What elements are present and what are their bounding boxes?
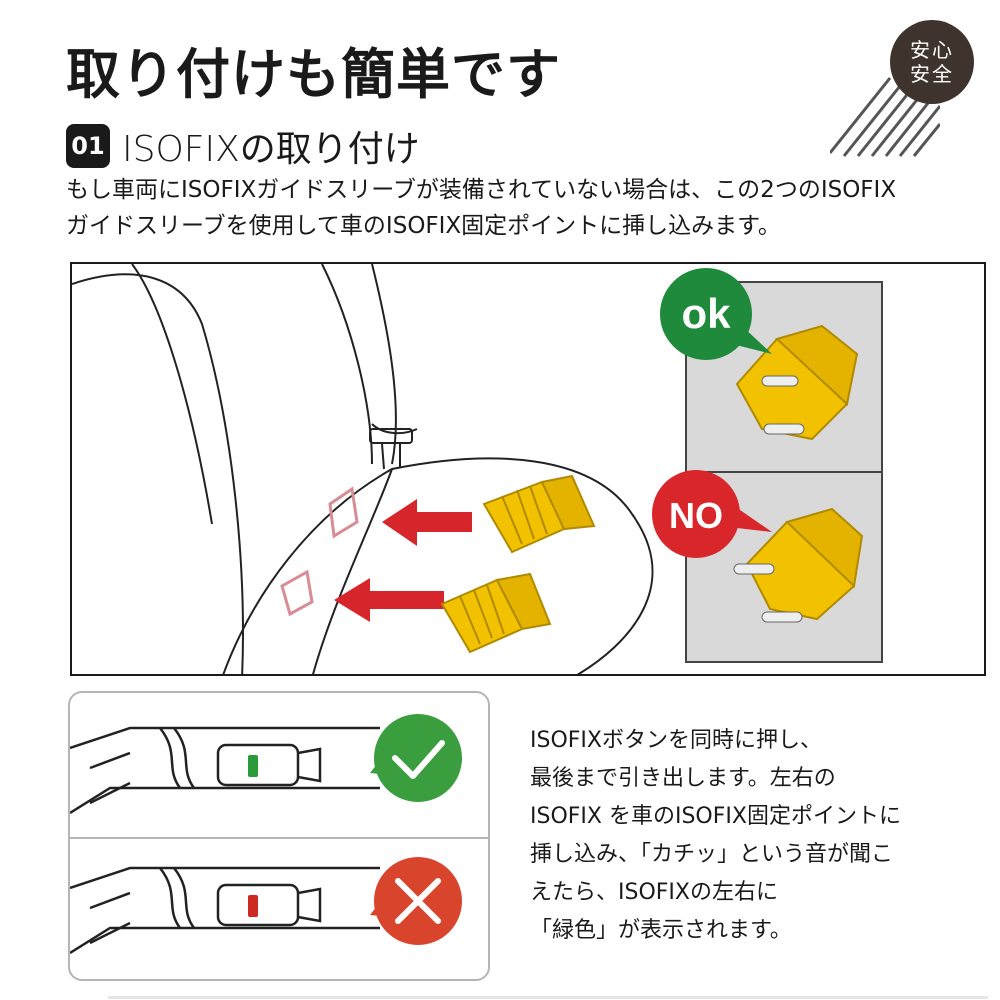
description: もし車両にISOFIXガイドスリーブが装備されていない場合は、この2つのISOF… — [66, 172, 976, 244]
safety-badge: 安心 安全 — [890, 20, 974, 104]
instructions: ISOFIXボタンを同時に押し、 最後まで引き出します。左右の ISOFIX を… — [530, 722, 970, 950]
safety-badge-area: 安心 安全 — [830, 18, 980, 158]
page-title: 取り付けも簡単です — [66, 43, 561, 106]
check-icon — [370, 714, 462, 802]
hatch-decoration — [830, 77, 940, 157]
isofix-illustration: ok NO — [70, 262, 986, 676]
indicator-panel — [68, 691, 490, 981]
ok-label: ok — [681, 290, 731, 337]
red-indicator — [248, 895, 258, 917]
green-indicator — [248, 755, 258, 777]
car-seat-drawing: ok NO — [72, 264, 883, 674]
step-title: ISOFIXの取り付け — [122, 129, 420, 170]
instruction-line: 最後まで引き出します。左右の — [530, 766, 836, 791]
connector-green — [70, 726, 380, 815]
description-line: ガイドスリーブを使用して車のISOFIX固定ポイントに挿し込みます。 — [66, 213, 781, 239]
instruction-line: えたら、ISOFIXの左右に — [530, 880, 778, 905]
instruction-line: 挿し込み、「カチッ」という音が聞こ — [530, 842, 894, 867]
no-bubble: NO — [652, 470, 772, 558]
isofix-sleeves — [440, 474, 596, 654]
description-line: もし車両にISOFIXガイドスリーブが装備されていない場合は、この2つのISOF… — [66, 177, 897, 203]
badge-line-1: 安心 — [910, 38, 954, 62]
step-number: 01 — [66, 124, 110, 168]
badge-line-2: 安全 — [910, 62, 954, 86]
no-label: NO — [669, 495, 723, 536]
cross-icon — [370, 857, 462, 945]
step-heading: 01 ISOFIXの取り付け — [66, 120, 420, 172]
instruction-line: ISOFIX を車のISOFIX固定ポイントに — [530, 804, 901, 829]
ok-bubble: ok — [660, 268, 772, 360]
instruction-line: ISOFIXボタンを同時に押し、 — [530, 728, 822, 753]
insert-arrows — [334, 499, 472, 622]
connector-red — [70, 866, 380, 955]
divider — [108, 996, 988, 999]
instruction-line: 「緑色」が表示されます。 — [530, 918, 792, 943]
indicator-drawing — [70, 714, 488, 955]
